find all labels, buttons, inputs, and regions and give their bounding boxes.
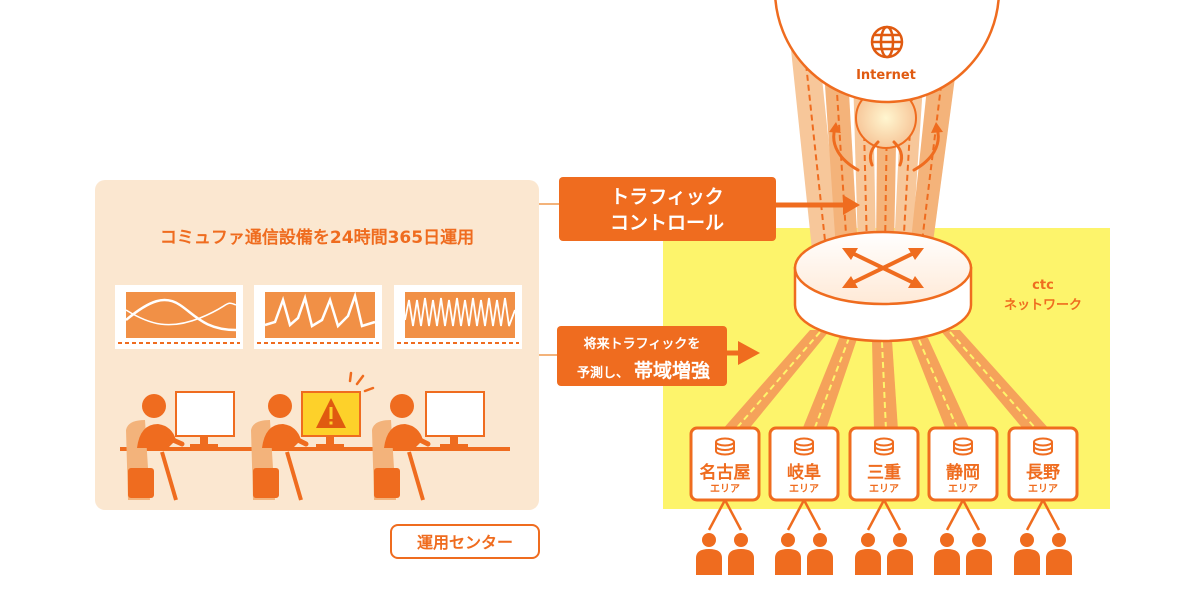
database-icon [794,437,814,456]
operations-title: コミュファ通信設備を24時間365日運用 [160,227,474,248]
area-sub: エリア [789,483,819,495]
user-icon [855,533,881,575]
database-icon [1033,437,1053,456]
area-box-nagano: 長野 エリア [1007,426,1079,502]
operator-3 [372,394,431,501]
operator-2 [251,394,309,501]
user-icon [696,533,722,575]
area-sub: エリア [710,483,740,495]
traffic-control-line2: コントロール [610,212,724,234]
user-icon [887,533,913,575]
forecast-line1: 将来トラフィックを [584,336,701,352]
warning-icon [316,398,346,428]
traffic-monitor-3 [394,285,522,349]
area-sub: エリア [1028,483,1058,495]
internet-cloud [774,0,1000,104]
forecast-box [557,326,727,386]
users-nagano [1014,499,1072,575]
database-icon [874,437,894,456]
users-shizuoka [934,499,992,575]
internet-label: Internet [856,68,916,83]
operator-1-screen [175,391,235,437]
area-sub: エリア [948,483,978,495]
distribution-beams [722,330,1050,431]
traffic-monitor-1 [115,285,243,349]
desk [120,447,510,451]
area-sub: エリア [869,483,899,495]
area-box-gifu: 岐阜 エリア [768,426,840,502]
user-icon [1014,533,1040,575]
operator-3-screen [425,391,485,437]
users-gifu [775,499,833,575]
operations-center-label: 運用センター [417,533,513,552]
user-icon [807,533,833,575]
area-name: 静岡 [946,462,980,483]
area-name: 長野 [1026,463,1060,483]
forecast-arrow [727,341,760,365]
user-icon [728,533,754,575]
router-icon [793,230,973,343]
area-box-mie: 三重 エリア [848,426,920,502]
traffic-control-arrow [776,195,860,215]
users-mie [855,499,913,575]
user-icon [934,533,960,575]
operations-center-badge [390,524,540,559]
area-box-nagoya: 名古屋 エリア [689,426,761,502]
area-name: 名古屋 [700,462,751,483]
users-nagoya [696,499,754,575]
internet-traffic-beams [790,40,960,251]
database-icon [953,437,973,456]
ctc-label: ctc [1032,278,1054,293]
user-icon [775,533,801,575]
operator-1 [126,394,185,501]
forecast-line2-small: 予測し、 [577,365,629,381]
forecast-line2-big: 帯域増強 [634,359,710,382]
user-icon [966,533,992,575]
area-name: 三重 [867,462,901,483]
traffic-control-line1: トラフィック [610,186,724,208]
network-label: ネットワーク [1004,298,1082,313]
area-box-shizuoka: 静岡 エリア [927,426,999,502]
alert-rays [348,371,375,393]
database-icon [715,437,735,456]
traffic-monitor-2 [254,285,382,349]
user-groups [696,499,1072,575]
user-icon [1046,533,1072,575]
traffic-control-box [559,177,776,241]
globe-icon [870,25,904,59]
area-name: 岐阜 [787,462,821,483]
